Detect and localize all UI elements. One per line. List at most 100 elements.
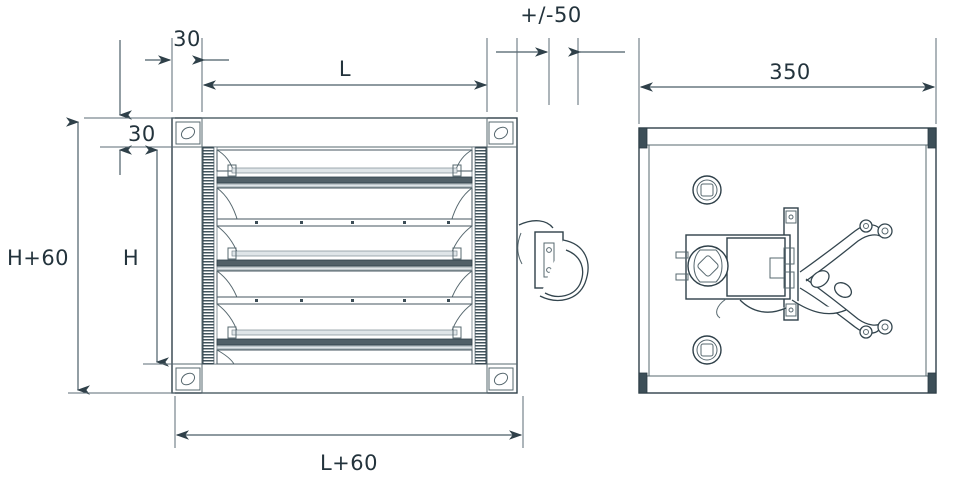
linkage-eye-lower2-outer	[859, 325, 873, 339]
rivet	[351, 221, 354, 224]
blade-pair-2	[216, 187, 473, 271]
rivet	[447, 299, 450, 302]
corner-bracket-bl	[175, 367, 201, 391]
blade-2-pivot-right	[452, 247, 462, 260]
rivet	[300, 299, 303, 302]
blade-3-pivot-left	[227, 326, 237, 339]
blade-1-web	[231, 167, 458, 174]
coupler-lug-bottom	[675, 273, 689, 281]
front-linkage-inner	[544, 249, 584, 298]
blade-3-tail-bend	[216, 349, 235, 365]
front-inner-body	[201, 117, 488, 394]
blade-3-upper	[216, 270, 473, 299]
bearing-bottom-square	[700, 343, 714, 357]
corner-hole-bl	[180, 372, 196, 386]
corner-hole-tl	[180, 126, 196, 140]
front-dimensions: 30 L 30 H+60 H L+60 +/-50	[7, 3, 625, 475]
linkage-eye-upper2-inner	[863, 223, 869, 229]
rivet	[403, 299, 406, 302]
blade-2-shadow	[216, 266, 473, 271]
rivet	[255, 299, 258, 302]
dim-30-left-label: 30	[128, 122, 156, 146]
shaft-coupler	[687, 245, 729, 287]
blade-3-shadow	[216, 345, 473, 350]
side-flange-tab-br	[927, 372, 937, 394]
linkage-eye-lower-outer	[877, 319, 893, 335]
corner-bracket-tr	[488, 121, 514, 145]
rivet	[300, 221, 303, 224]
blade-2-flat	[216, 218, 473, 227]
bearing-top-inner	[696, 179, 718, 201]
blade-3-web	[231, 329, 458, 336]
coupler-square-bore	[697, 255, 719, 277]
actuator-body	[726, 237, 786, 297]
seal-rail-right	[474, 146, 487, 365]
side-actuator-assembly	[675, 207, 893, 339]
front-view	[171, 117, 589, 394]
side-flange-tab-tl	[638, 127, 648, 149]
bracket-hole-top	[785, 210, 797, 224]
linkage-eye-lower2-inner	[863, 329, 869, 335]
coupler-lug-top	[675, 251, 689, 259]
actuator-terminal	[769, 257, 785, 279]
blade-1-pivot-left	[227, 164, 237, 177]
side-view	[638, 127, 937, 394]
front-link-top	[518, 220, 554, 229]
bearing-top	[692, 175, 722, 205]
blade-3-pivot-right	[452, 326, 462, 339]
blade-1-lower-edge	[216, 176, 473, 184]
linkage-return-arm	[739, 299, 787, 313]
corner-bracket-br	[488, 367, 514, 391]
bracket-hole-bottom	[785, 303, 797, 317]
blade-2-web	[231, 250, 458, 257]
linkage-joint-center	[810, 270, 830, 288]
corner-hole-tr	[493, 126, 509, 140]
blade-1-shadow	[216, 183, 473, 188]
blade-2-rivets	[255, 221, 450, 224]
linkage-arm-lower-b	[805, 278, 884, 326]
dim-350-label: 350	[769, 60, 811, 84]
rivet	[351, 299, 354, 302]
dim-tolerance-label: +/-50	[520, 3, 581, 27]
linkage-eye-upper-inner	[881, 227, 889, 235]
linkage-tail	[716, 298, 727, 319]
front-actuator-assembly	[517, 220, 589, 301]
front-actuator-screw-top	[546, 247, 552, 253]
side-flange-tab-bl	[638, 372, 648, 394]
dim-L60-label: L+60	[320, 451, 378, 475]
blade-2-lower-edge	[216, 259, 473, 267]
blade-2-upper	[216, 187, 473, 220]
linkage-cross-arm	[791, 299, 847, 315]
coupler-clamp	[693, 249, 723, 283]
linkage-eye-upper2-outer	[859, 219, 873, 233]
dim-H-label: H	[123, 246, 139, 270]
dim-L-label: L	[339, 57, 351, 81]
dim-30-top-label: 30	[173, 27, 201, 51]
actuator-tab-lower	[783, 271, 795, 289]
seal-rail-left	[202, 146, 215, 365]
blade-2-pivot-left	[227, 247, 237, 260]
side-dimensions: 350	[638, 38, 937, 124]
rivet	[255, 221, 258, 224]
blade-3-lower-edge	[216, 338, 473, 346]
linkage-eye-lower-inner	[881, 323, 889, 331]
rivet	[403, 221, 406, 224]
corner-bracket-tl	[175, 121, 201, 145]
bracket-screw-top	[788, 214, 794, 220]
blade-3-tail	[216, 349, 473, 365]
linkage-arm-upper-b	[805, 234, 884, 282]
corner-hole-br	[493, 372, 509, 386]
bearing-top-square	[700, 183, 714, 197]
linkage-joint-right	[833, 282, 853, 298]
blade-1-upper	[216, 149, 473, 172]
linkage-eye-upper-outer	[877, 223, 893, 239]
blade-1-pivot-right	[452, 164, 462, 177]
blade-pair-3	[216, 270, 473, 365]
rail-inner-right	[471, 146, 476, 365]
front-link-tail	[517, 232, 523, 265]
corner-bracket-group	[175, 121, 514, 391]
dim-H60-label: H+60	[7, 246, 69, 270]
side-flange-tab-tr	[927, 127, 937, 149]
